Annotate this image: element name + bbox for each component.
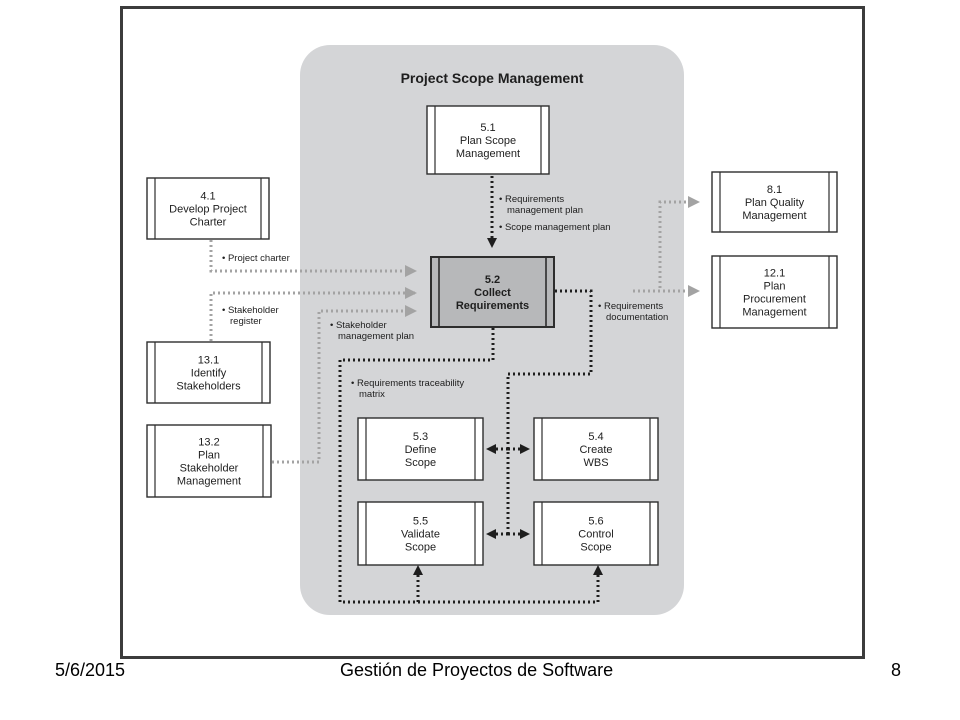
annotation-text: • Requirements	[598, 301, 663, 312]
connector-collect-right	[506, 289, 593, 534]
box-label: 5.4	[588, 431, 603, 443]
connector-charter-to-collect	[209, 240, 417, 277]
annotation-text: matrix	[359, 389, 385, 400]
box-label: Plan	[198, 450, 220, 462]
annotation-text: • Project charter	[222, 253, 290, 264]
annotation-text: documentation	[606, 312, 668, 323]
annotation-text: management plan	[507, 205, 583, 216]
box-label: Define	[405, 444, 437, 456]
connector-collect-to-quality	[633, 196, 700, 293]
connectors	[209, 176, 700, 604]
box-label: Plan	[763, 281, 785, 293]
box-label: Management	[742, 307, 806, 319]
box-label: Charter	[190, 217, 227, 229]
annotation-text: • Requirements traceability	[351, 378, 464, 389]
annotation-text: • Requirements	[499, 194, 564, 205]
box-label: Control	[578, 529, 613, 541]
connector-traceability-loop	[338, 328, 603, 604]
box-label: 12.1	[764, 268, 785, 280]
box-label: Identify	[191, 368, 227, 380]
box-label: 8.1	[767, 184, 782, 196]
box-label: 5.3	[413, 431, 428, 443]
group-title: Project Scope Management	[401, 70, 584, 86]
box-label: Management	[456, 148, 520, 160]
box-label: Plan Scope	[460, 135, 516, 147]
box-label: 5.6	[588, 516, 603, 528]
box-label: 5.1	[480, 122, 495, 134]
box-label: Scope	[405, 542, 436, 554]
box-label: Management	[177, 476, 241, 488]
box-label: Plan Quality	[745, 197, 805, 209]
connector-stakeholder-plan-to-collect	[272, 305, 417, 464]
box-label: WBS	[583, 457, 608, 469]
box-label: Create	[579, 444, 612, 456]
box-label: 13.1	[198, 355, 219, 367]
box-label: Stakeholder	[180, 463, 239, 475]
box-label: Procurement	[743, 294, 806, 306]
box-label: Scope	[580, 542, 611, 554]
box-label: Validate	[401, 529, 440, 541]
box-label: 13.2	[198, 437, 219, 449]
box-label: 4.1	[200, 191, 215, 203]
label-project-charter: • Project charter	[222, 253, 290, 264]
annotation-text: • Stakeholder	[330, 320, 387, 331]
box-label: Requirements	[456, 300, 529, 312]
annotation-text: • Stakeholder	[222, 305, 279, 316]
annotation-text: register	[230, 316, 262, 327]
box-label: Management	[742, 210, 806, 222]
box-label: Collect	[474, 287, 511, 299]
footer-page-number: 8	[891, 660, 902, 680]
box-label: Stakeholders	[176, 381, 241, 393]
label-scope-mgmt-plan: • Scope management plan	[499, 222, 611, 233]
box-label: Develop Project	[169, 204, 247, 216]
box-label: 5.2	[485, 274, 500, 286]
annotation-text: • Scope management plan	[499, 222, 611, 233]
box-label: Scope	[405, 457, 436, 469]
connector-register-to-collect	[209, 287, 417, 341]
box-label: 5.5	[413, 516, 428, 528]
footer-date: 5/6/2015	[55, 660, 126, 680]
footer-title: Gestión de Proyectos de Software	[340, 660, 614, 680]
annotation-text: management plan	[338, 331, 414, 342]
